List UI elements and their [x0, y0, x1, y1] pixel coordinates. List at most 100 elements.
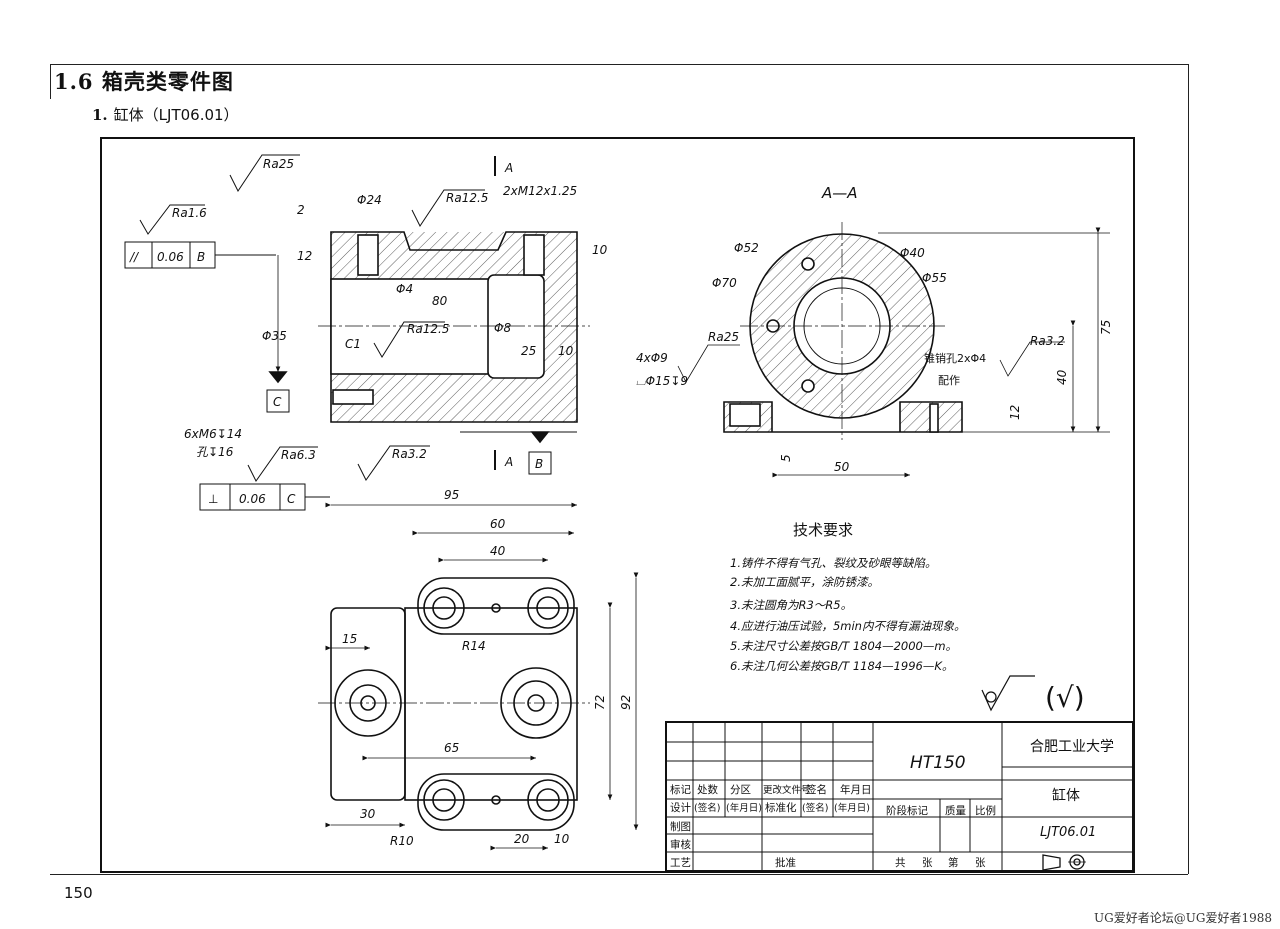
dim-phi24: Φ24: [357, 193, 382, 207]
ra16-label: Ra1.6: [172, 206, 207, 220]
top-dim-r14: R14: [462, 639, 486, 653]
top-dim-30: 30: [360, 807, 376, 821]
sub-heading-number: 1.: [92, 106, 108, 124]
sub-heading-title: 缸体（LJT06.01）: [113, 106, 239, 124]
sec-pin-note-1: 锥销孔2xΦ4: [924, 351, 986, 365]
front-left-tap: [357, 234, 379, 276]
ra32-label-front: Ra3.2: [392, 447, 427, 461]
tb-row2-5: (年月日): [834, 802, 870, 814]
tb-sheet-2: 第: [948, 856, 959, 869]
top-hole-lr-outer: [527, 779, 569, 821]
tb-approve: 批准: [775, 856, 796, 869]
front-side-tap: [332, 389, 374, 405]
top-dim-15: 15: [342, 632, 357, 646]
ra125-symbol-mid: [373, 321, 445, 358]
front-view: [268, 231, 590, 508]
ra125-label-top: Ra12.5: [446, 191, 488, 205]
top-hole-ul-inner: [432, 596, 456, 620]
tb-school: 合肥工业大学: [1030, 739, 1114, 755]
section-base: [723, 401, 963, 433]
top-main-body: [404, 607, 578, 801]
tb-row1-4: 签名: [806, 783, 827, 796]
tb-sheet-0: 共: [895, 857, 906, 869]
sec-ra25: Ra25: [708, 330, 739, 344]
tb-stage: 阶段标记: [886, 804, 928, 817]
tech-req-4: 4.应进行油压试验，5min内不得有漏油现象。: [730, 619, 965, 633]
dim-10-mid: 10: [558, 344, 574, 358]
top-dim-20: 20: [514, 832, 530, 846]
top-upper-flange: [417, 577, 575, 635]
top-dim-72: 72: [593, 695, 607, 710]
tb-left-1: 审核: [670, 838, 691, 851]
projection-symbol-icon: [1042, 854, 1086, 871]
perp-value: 0.06: [239, 492, 266, 506]
roughness-paren: (√): [1045, 681, 1085, 714]
dim-c1: C1: [345, 337, 361, 351]
top-left-boss: [330, 607, 406, 801]
tech-req-5: 5.未注尺寸公差按GB/T 1804—2000—m。: [730, 639, 957, 653]
thread-note-line1: 6xM6↧14: [184, 427, 242, 441]
top-dim-60: 60: [490, 517, 506, 531]
front-datum-c-triangle: [268, 371, 288, 384]
top-dim-40: 40: [490, 544, 506, 558]
dim-12: 12: [297, 249, 312, 263]
general-roughness-symbol: [981, 675, 1035, 712]
top-lower-flange: [417, 773, 575, 831]
sec-dim-40: 40: [1055, 369, 1069, 385]
top-hole-lr-inner: [536, 788, 560, 812]
sec-pin-note-2: 配作: [938, 374, 960, 387]
ra63-label: Ra6.3: [281, 448, 316, 462]
dim-95: 95: [444, 488, 459, 502]
tb-row1-2: 分区: [730, 784, 751, 796]
parallel-datum: B: [197, 250, 205, 264]
tb-row2-1: (签名): [694, 802, 720, 814]
perp-tolerance-frame: [199, 483, 330, 511]
tech-req-2: 2.未加工面腻平，涂防锈漆。: [730, 575, 879, 589]
tb-left-2: 工艺: [670, 857, 691, 869]
section-hole-top: [801, 257, 815, 271]
ra63-symbol: [247, 446, 318, 482]
ra25-symbol-top: [229, 154, 300, 192]
tb-sheet-1: 张: [922, 857, 933, 869]
section-view: [723, 222, 963, 440]
dim-phi8: Φ8: [494, 321, 511, 335]
sec-dim-50: 50: [834, 460, 850, 474]
watermark: UG爱好者论坛@UG爱好者1988: [1094, 911, 1272, 925]
tb-sheet-3: 张: [975, 857, 986, 869]
section-heading: 1.6 箱壳类零件图: [54, 69, 234, 94]
front-bore-step: [487, 274, 545, 379]
ra125-label-mid: Ra12.5: [407, 322, 449, 336]
section-pin-right: [929, 403, 939, 433]
tb-drawing-no: LJT06.01: [1040, 825, 1096, 840]
tb-row2-2: (年月日): [726, 802, 762, 814]
tech-req-6: 6.未注几何公差按GB/T 1184—1996—K。: [730, 659, 953, 673]
top-view: [318, 577, 590, 831]
dim-80: 80: [432, 294, 448, 308]
tb-mass: 质量: [945, 805, 966, 817]
page-frame-left: [50, 64, 51, 99]
top-dim-r10: R10: [390, 834, 414, 848]
ra125-symbol-top: [411, 189, 485, 227]
page-frame-right: [1188, 64, 1189, 874]
sec-dim-12: 12: [1008, 405, 1022, 420]
tb-row2-4: (签名): [802, 802, 828, 814]
sec-ra32: Ra3.2: [1030, 334, 1065, 348]
sub-heading: 1. 缸体（LJT06.01）: [92, 104, 239, 125]
datum-c-label: C: [273, 395, 282, 409]
page-number: 150: [64, 884, 93, 902]
parallel-value: 0.06: [157, 250, 184, 264]
section-cbore-left: [729, 403, 761, 427]
sec-hole-note-1: 4xΦ9: [636, 351, 668, 365]
top-dim-lines: [325, 530, 639, 851]
datum-b-label: B: [535, 457, 543, 471]
perp-datum: C: [287, 492, 296, 506]
sec-hole-note-2: ⌴Φ15↧9: [636, 374, 688, 388]
dim-25: 25: [521, 344, 536, 358]
sec-dim-phi40: Φ40: [900, 246, 925, 260]
top-pin-bottom: [491, 795, 501, 805]
sec-dim-phi70: Φ70: [712, 276, 737, 290]
tb-row1-0: 标记: [670, 784, 691, 796]
tech-req-3: 3.未注圆角为R3～R5。: [730, 598, 852, 612]
top-hole-ul-outer: [423, 587, 465, 629]
ra16-symbol: [139, 204, 205, 235]
